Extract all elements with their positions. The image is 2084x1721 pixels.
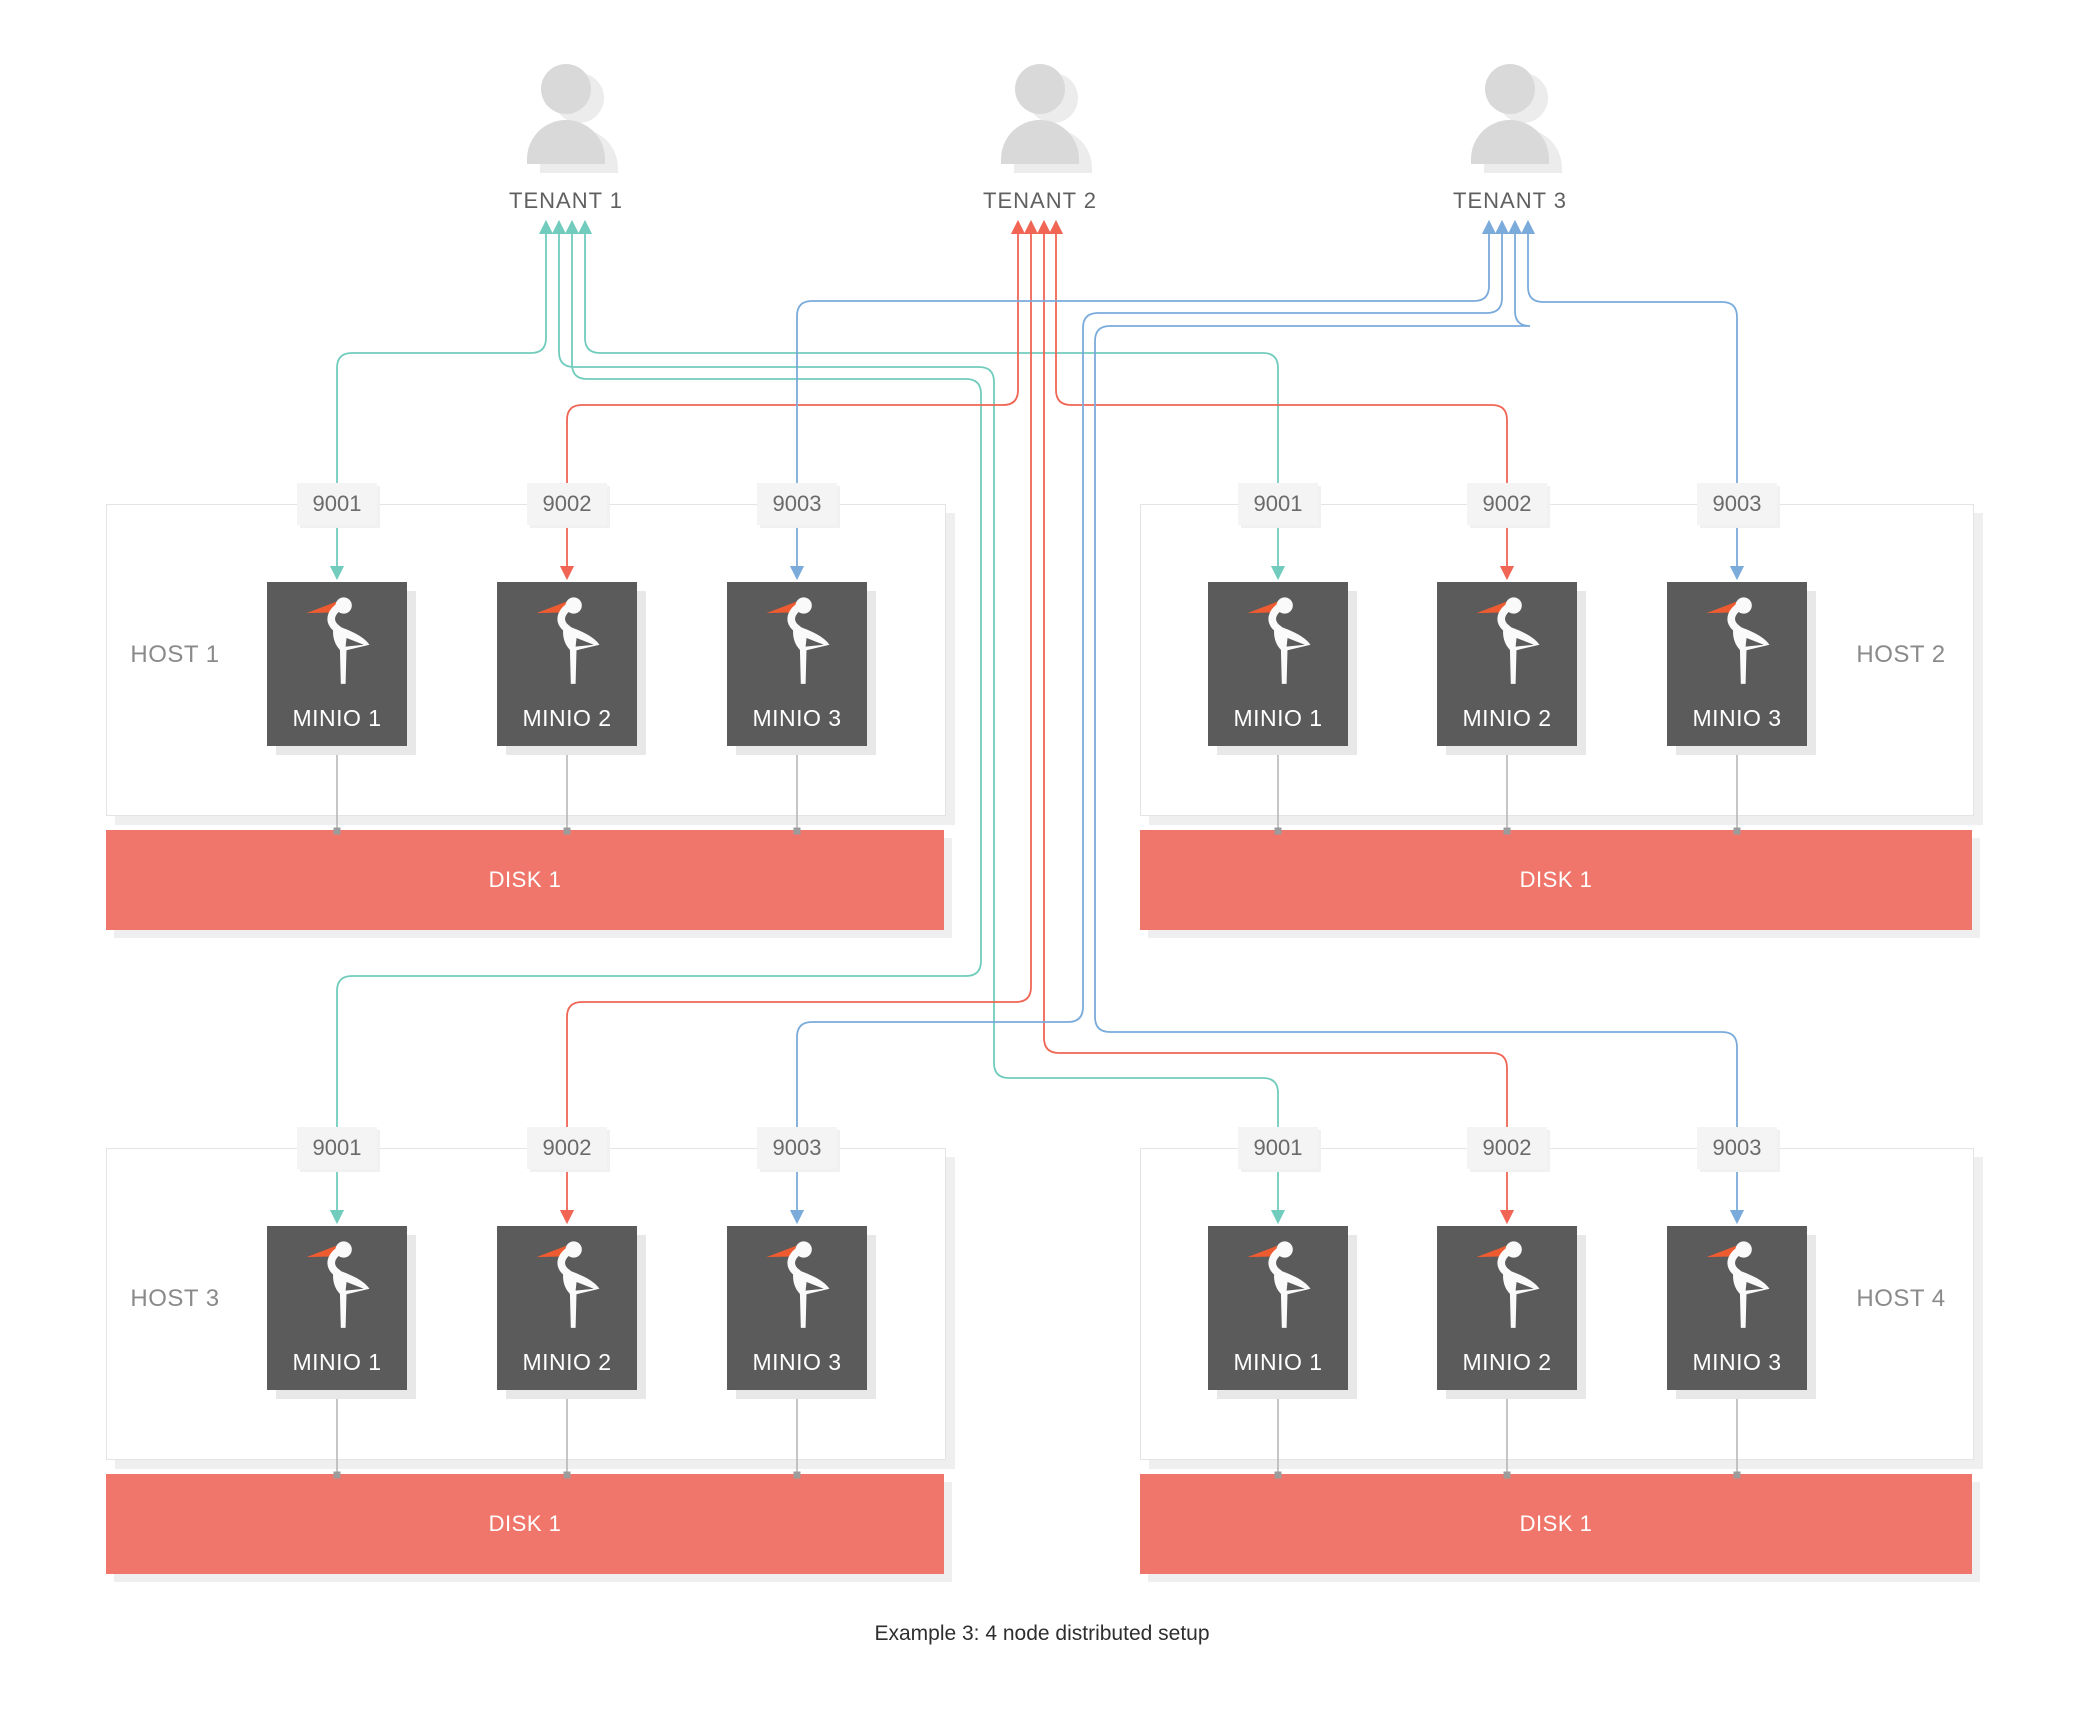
minio-stork-icon (754, 588, 840, 688)
host-3-disk-bar: DISK 1 (106, 1474, 944, 1574)
disk-label: DISK 1 (1519, 867, 1593, 892)
host-4-minio-3-node: MINIO 3 (1667, 1226, 1807, 1390)
host-2-minio-3-node: MINIO 3 (1667, 582, 1807, 746)
minio-stork-icon (1464, 1232, 1550, 1332)
minio-node-label: MINIO 2 (522, 1349, 612, 1375)
host-3-port-9003: 9003 (757, 1127, 837, 1169)
minio-node-label: MINIO 3 (1692, 1349, 1782, 1375)
minio-stork-icon (294, 1232, 380, 1332)
minio-stork-icon (1694, 1232, 1780, 1332)
tenant-2-label: TENANT 2 (983, 188, 1097, 213)
minio-node-label: MINIO 2 (522, 705, 612, 731)
minio-node-label: MINIO 2 (1462, 705, 1552, 731)
user-icon-body (1471, 120, 1549, 164)
host-3-minio-3-node: MINIO 3 (727, 1226, 867, 1390)
minio-node-label: MINIO 1 (1233, 705, 1323, 731)
host-1-port-9002: 9002 (527, 483, 607, 525)
host-2-port-9003: 9003 (1697, 483, 1777, 525)
minio-stork-icon (524, 1232, 610, 1332)
minio-node-label: MINIO 3 (1692, 705, 1782, 731)
tenant-2-user-icon (985, 52, 1095, 177)
minio-stork-icon (1464, 588, 1550, 688)
host-1-port-9001: 9001 (297, 483, 377, 525)
host-4-minio-2-node: MINIO 2 (1437, 1226, 1577, 1390)
host-1-minio-2-node: MINIO 2 (497, 582, 637, 746)
minio-stork-icon (1694, 588, 1780, 688)
host-3-minio-2-node: MINIO 2 (497, 1226, 637, 1390)
minio-stork-icon (1235, 1232, 1321, 1332)
host-3-port-9001: 9001 (297, 1127, 377, 1169)
minio-node-label: MINIO 2 (1462, 1349, 1552, 1375)
host-2-disk-bar: DISK 1 (1140, 830, 1972, 930)
minio-node-label: MINIO 1 (292, 1349, 382, 1375)
user-icon-head (541, 64, 591, 114)
host-1-disk-bar: DISK 1 (106, 830, 944, 930)
minio-node-label: MINIO 1 (292, 705, 382, 731)
host-2-label: HOST 2 (1856, 641, 1946, 668)
diagram-caption: Example 3: 4 node distributed setup (874, 1622, 1210, 1645)
tenant-3-user-icon (1455, 52, 1565, 177)
host-4-disk-bar: DISK 1 (1140, 1474, 1972, 1574)
host-2-port-9001: 9001 (1238, 483, 1318, 525)
host-3-label: HOST 3 (130, 1285, 220, 1312)
host-4-label: HOST 4 (1856, 1285, 1946, 1312)
minio-stork-icon (524, 588, 610, 688)
host-3-minio-1-node: MINIO 1 (267, 1226, 407, 1390)
user-icon-head (1015, 64, 1065, 114)
tenant-1-label: TENANT 1 (509, 188, 623, 213)
minio-stork-icon (294, 588, 380, 688)
host-2-port-9002: 9002 (1467, 483, 1547, 525)
disk-label: DISK 1 (1519, 1511, 1593, 1536)
user-icon-head (1485, 64, 1535, 114)
disk-label: DISK 1 (488, 1511, 562, 1536)
tenant-1-user-icon (511, 52, 621, 177)
minio-stork-icon (1235, 588, 1321, 688)
host-4-minio-1-node: MINIO 1 (1208, 1226, 1348, 1390)
host-3-port-9002: 9002 (527, 1127, 607, 1169)
host-4-port-9002: 9002 (1467, 1127, 1547, 1169)
tenant-3-label: TENANT 3 (1453, 188, 1567, 213)
minio-node-label: MINIO 3 (752, 705, 842, 731)
host-4-port-9003: 9003 (1697, 1127, 1777, 1169)
host-1-minio-1-node: MINIO 1 (267, 582, 407, 746)
disk-label: DISK 1 (488, 867, 562, 892)
user-icon-body (527, 120, 605, 164)
host-2-minio-2-node: MINIO 2 (1437, 582, 1577, 746)
host-1-label: HOST 1 (130, 641, 220, 668)
host-1-minio-3-node: MINIO 3 (727, 582, 867, 746)
minio-node-label: MINIO 1 (1233, 1349, 1323, 1375)
host-1-port-9003: 9003 (757, 483, 837, 525)
minio-node-label: MINIO 3 (752, 1349, 842, 1375)
user-icon-body (1001, 120, 1079, 164)
host-2-minio-1-node: MINIO 1 (1208, 582, 1348, 746)
minio-stork-icon (754, 1232, 840, 1332)
host-4-port-9001: 9001 (1238, 1127, 1318, 1169)
